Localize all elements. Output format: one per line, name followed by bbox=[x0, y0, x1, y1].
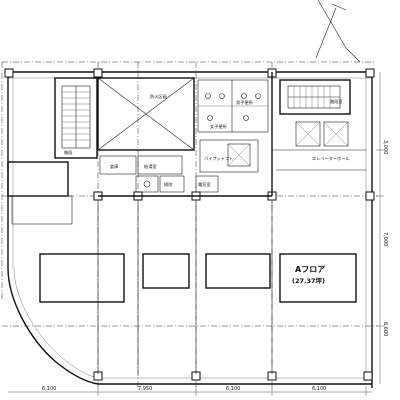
stair-shaft-label: 階段室 bbox=[330, 98, 343, 105]
site-boundary bbox=[1, 61, 376, 300]
toilet-block: 男子便所 女子便所 bbox=[197, 79, 269, 133]
left-annex bbox=[7, 161, 73, 225]
toilet-m-label: 男子便所 bbox=[236, 99, 253, 106]
cleaning-label: 掃除 bbox=[164, 181, 173, 188]
dim-bottom-3: 6,100 bbox=[226, 386, 240, 392]
north-label: N bbox=[350, 36, 357, 47]
pipe-shaft-label: パイプシャフト bbox=[204, 156, 233, 162]
structural-grid bbox=[2, 62, 378, 390]
office-partitions bbox=[97, 200, 273, 374]
corridor-walls bbox=[98, 72, 366, 197]
floor-area-name: Aフロア bbox=[295, 265, 325, 274]
elevators: エレベーターホール bbox=[295, 121, 350, 162]
structural-columns bbox=[4, 68, 375, 381]
dimension-right: 3,000 7,000 6,600 bbox=[376, 72, 388, 384]
floor-area-size: (27.37坪) bbox=[292, 276, 325, 285]
atrium-void: 防火区画 bbox=[97, 77, 195, 151]
elevator-hall-label: エレベーターホール bbox=[312, 155, 350, 162]
dim-right-2: 7,000 bbox=[382, 232, 388, 246]
electric-label: 電気室 bbox=[198, 181, 211, 188]
fire-wall-label: 防火区画 bbox=[150, 93, 167, 100]
dim-bottom-1: 6,100 bbox=[42, 386, 56, 392]
stair-core-left: 階段 bbox=[54, 77, 98, 159]
service-rooms: 倉庫 給湯室 掃除 電気室 bbox=[99, 155, 219, 193]
dim-right-1: 3,000 bbox=[382, 140, 388, 154]
office-blocks: Aフロア (27.37坪) bbox=[39, 253, 357, 303]
toilet-f-label: 女子便所 bbox=[210, 123, 227, 130]
pipe-shaft: パイプシャフト bbox=[199, 139, 259, 173]
stair-label-left: 階段 bbox=[64, 149, 73, 156]
dimension-bottom: 6,100 7,950 6,100 6,100 bbox=[8, 386, 372, 396]
building-outline bbox=[7, 71, 373, 388]
kitchen-label: 給湯室 bbox=[144, 163, 157, 170]
dim-right-3: 6,600 bbox=[382, 322, 388, 336]
dim-bottom-4: 6,100 bbox=[312, 386, 326, 392]
north-arrow: N bbox=[315, 0, 361, 63]
storage-label: 倉庫 bbox=[110, 163, 118, 170]
dim-bottom-2: 7,950 bbox=[138, 386, 152, 392]
stair-core-right: 階段室 bbox=[279, 79, 351, 115]
